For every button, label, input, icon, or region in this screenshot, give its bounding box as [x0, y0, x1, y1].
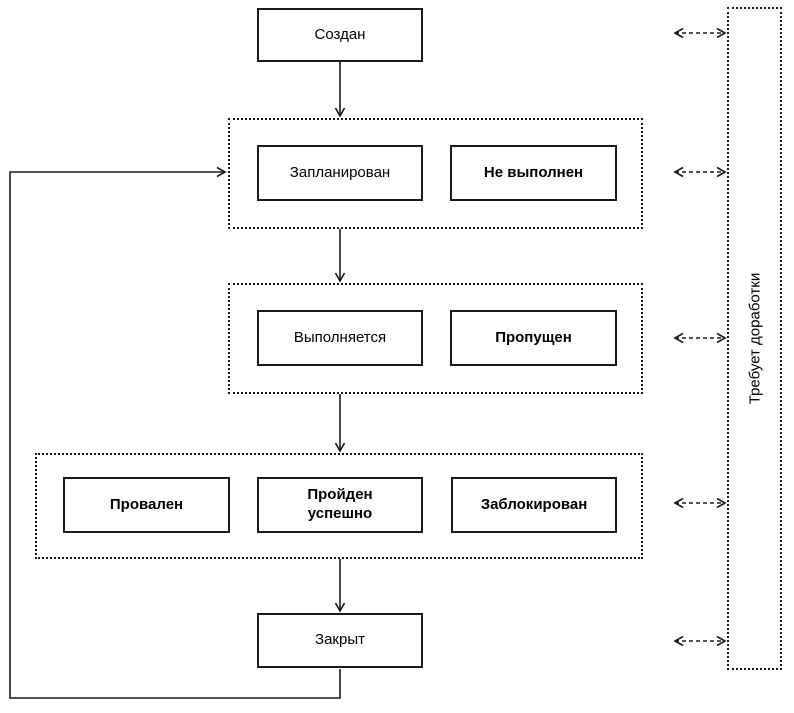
state-label-created: Создан — [314, 25, 366, 43]
state-label-in-progress: Выполняется — [293, 328, 387, 346]
state-node-in-progress: Выполняется — [257, 310, 423, 366]
state-label-passed: Пройден успешно — [307, 486, 373, 522]
state-label-failed: Провален — [109, 495, 184, 513]
state-node-not-executed: Не выполнен — [450, 145, 617, 201]
state-label-planned: Запланирован — [289, 163, 391, 181]
state-node-blocked: Заблокирован — [451, 477, 617, 533]
state-label-skipped: Пропущен — [495, 328, 572, 346]
state-node-failed: Провален — [63, 477, 230, 533]
rework-sidebar: Требует доработки — [727, 7, 782, 670]
group-in-progress: Выполняется Пропущен — [228, 283, 643, 394]
state-node-skipped: Пропущен — [450, 310, 617, 366]
state-node-passed: Пройден успешно — [257, 477, 423, 533]
rework-label: Требует доработки — [746, 272, 764, 405]
state-node-planned: Запланирован — [257, 145, 423, 201]
state-label-not-executed: Не выполнен — [483, 163, 584, 181]
group-result: Провален Пройден успешно Заблокирован — [35, 453, 643, 559]
state-node-created: Создан — [257, 8, 423, 62]
state-label-closed: Закрыт — [315, 631, 365, 649]
group-planned: Запланирован Не выполнен — [228, 118, 643, 229]
state-label-blocked: Заблокирован — [480, 495, 588, 513]
state-node-closed: Закрыт — [257, 613, 423, 668]
